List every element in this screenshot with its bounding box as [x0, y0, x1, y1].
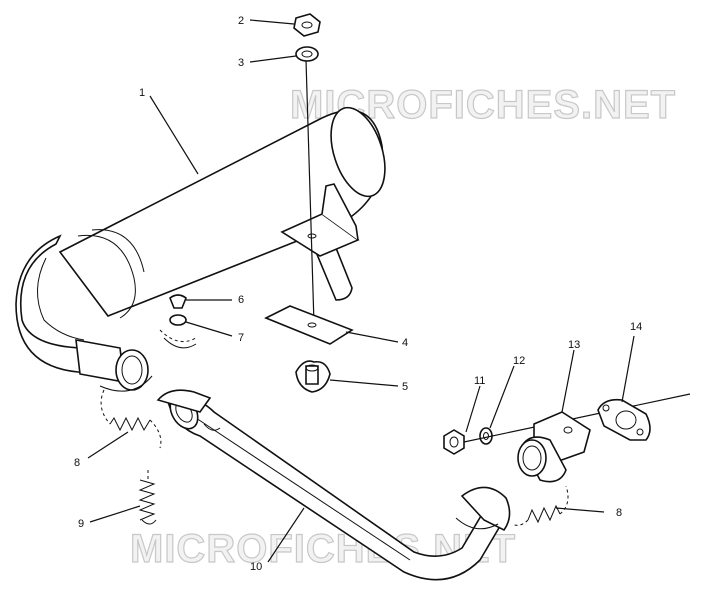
gasket-part — [597, 398, 651, 441]
exhaust-pipe-part — [156, 389, 511, 581]
hex-nut-part — [293, 13, 321, 37]
muffler-part — [15, 106, 386, 392]
spring-right-part — [511, 485, 569, 526]
callout-12: 12 — [513, 355, 525, 367]
callout-9: 9 — [78, 518, 84, 530]
callout-1: 1 — [139, 87, 145, 99]
callout-13: 13 — [568, 339, 580, 351]
callout-4: 4 — [402, 337, 408, 349]
callout-7: 7 — [238, 332, 244, 344]
heat-shield-plate-part — [264, 305, 354, 345]
spring-left-part — [100, 389, 162, 449]
exhaust-manifold-part — [517, 411, 591, 483]
leader-lines — [87, 19, 635, 563]
spring-lower-part — [138, 470, 157, 525]
callout-11: 11 — [474, 375, 485, 387]
flange-nut-part — [443, 429, 465, 455]
mount-bracket-part — [280, 183, 360, 257]
callout-8-left: 8 — [74, 457, 80, 469]
callout-3: 3 — [238, 57, 244, 69]
callout-6: 6 — [238, 294, 244, 306]
callout-14: 14 — [630, 321, 642, 333]
spring-clip-part — [159, 314, 197, 349]
grommet-part — [295, 360, 331, 393]
stud-axis-line — [463, 393, 691, 443]
callout-5: 5 — [402, 381, 408, 393]
lock-washer-part — [295, 46, 319, 62]
callout-10: 10 — [250, 561, 262, 573]
callout-8-right: 8 — [616, 507, 622, 519]
rivet-part — [169, 294, 187, 309]
bolt-axis-line — [305, 59, 315, 325]
callout-2: 2 — [238, 15, 244, 27]
